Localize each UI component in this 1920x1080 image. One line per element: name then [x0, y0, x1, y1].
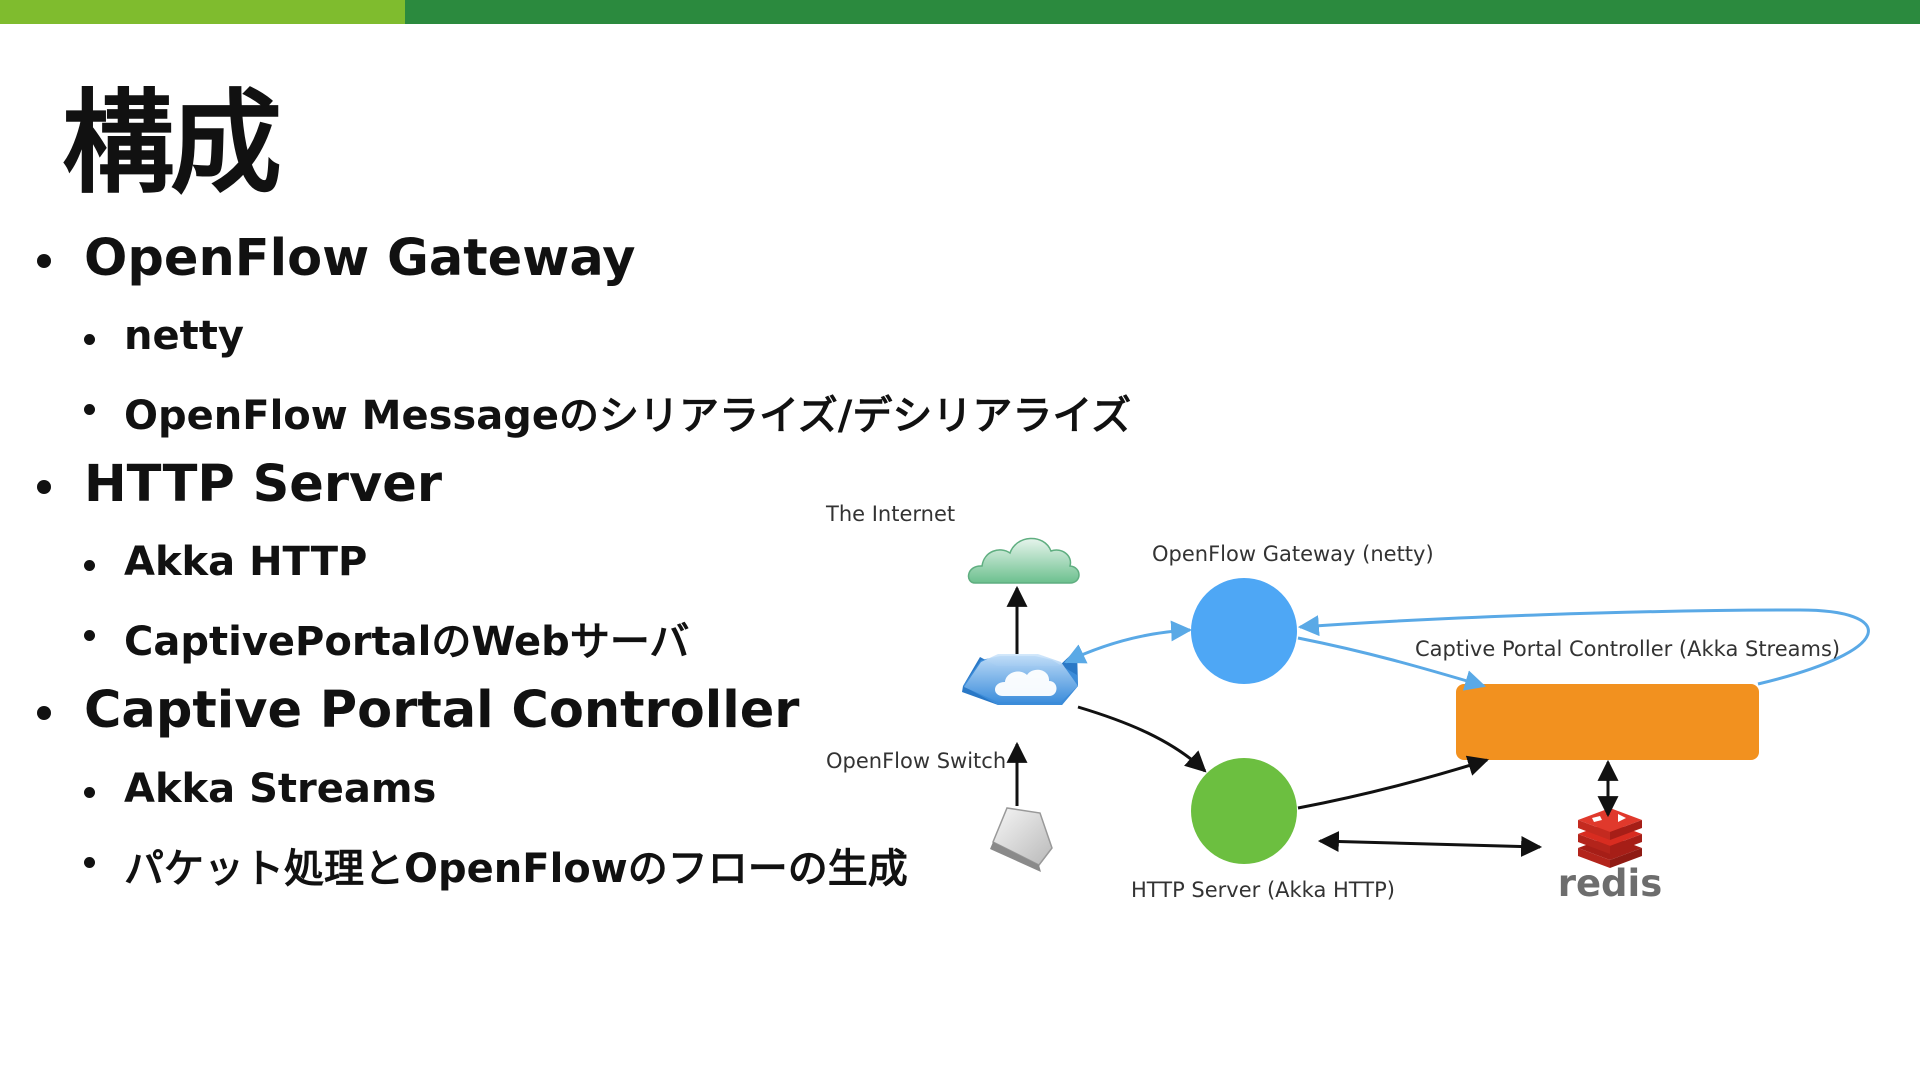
arrow-http-server-redis — [1317, 831, 1543, 857]
arrow-http-server-to-controller — [1297, 755, 1490, 810]
bullet-akka-http: Akka HTTP — [84, 539, 368, 585]
bullet-text: CaptivePortalのWebサーバ — [124, 619, 690, 665]
http-server-node — [1191, 758, 1297, 864]
bullet-text: OpenFlow Messageのシリアライズ/デシリアライズ — [124, 393, 1132, 439]
openflow-gateway-node — [1191, 578, 1297, 684]
bullet-dot — [84, 857, 95, 868]
label-http-server: HTTP Server (Akka HTTP) — [1131, 878, 1395, 902]
bullet-dot — [37, 254, 51, 268]
bullet-akka-streams: Akka Streams — [84, 766, 437, 812]
bullet-dot — [84, 630, 95, 641]
label-openflow-gateway: OpenFlow Gateway (netty) — [1152, 542, 1434, 566]
bullet-dot — [37, 706, 51, 720]
bullet-text: Akka Streams — [124, 766, 437, 812]
bullet-text: パケット処理とOpenFlowのフローの生成 — [124, 846, 908, 892]
label-openflow-switch: OpenFlow Switch — [826, 749, 1007, 773]
bullet-captiveportal-web: CaptivePortalのWebサーバ — [84, 609, 690, 667]
bullet-text: netty — [124, 313, 244, 359]
bullet-dot — [84, 404, 95, 415]
bullet-packet-processing: パケット処理とOpenFlowのフローの生成 — [84, 836, 908, 894]
bullet-netty: netty — [84, 313, 244, 359]
bullet-openflow-serialize: OpenFlow Messageのシリアライズ/デシリアライズ — [84, 383, 1132, 441]
accent-bar-dark — [405, 0, 1920, 24]
bullet-text: Akka HTTP — [124, 539, 368, 585]
bullet-captive-portal-controller: Captive Portal Controller — [37, 681, 800, 740]
bullet-text: OpenFlow Gateway — [84, 229, 636, 288]
bullet-dot — [84, 787, 95, 798]
bullet-http-server: HTTP Server — [37, 455, 443, 514]
bullet-dot — [84, 560, 95, 571]
bullet-openflow-gateway: OpenFlow Gateway — [37, 229, 636, 288]
label-captive-portal-controller: Captive Portal Controller (Akka Streams) — [1415, 637, 1841, 661]
captive-portal-controller-box — [1456, 684, 1759, 760]
bullet-text: HTTP Server — [84, 455, 443, 514]
arrow-switch-gateway — [1064, 620, 1193, 664]
label-the-internet: The Internet — [826, 502, 956, 526]
laptop-icon — [990, 807, 1053, 872]
arrow-controller-to-gateway — [1297, 608, 1870, 686]
arrow-switch-to-http-server — [1077, 705, 1207, 773]
bullet-dot — [37, 480, 51, 494]
bullet-dot — [84, 334, 95, 345]
openflow-switch-icon — [962, 649, 1078, 705]
redis-logo-text: redis — [1558, 862, 1663, 905]
redis-icon — [1578, 808, 1642, 868]
top-accent-bar — [0, 0, 1920, 24]
bullet-text: Captive Portal Controller — [84, 681, 800, 740]
accent-bar-light — [0, 0, 405, 24]
slide-title: 構成 — [62, 79, 282, 209]
cloud-icon — [967, 537, 1080, 584]
arrow-gateway-to-controller — [1297, 636, 1487, 691]
